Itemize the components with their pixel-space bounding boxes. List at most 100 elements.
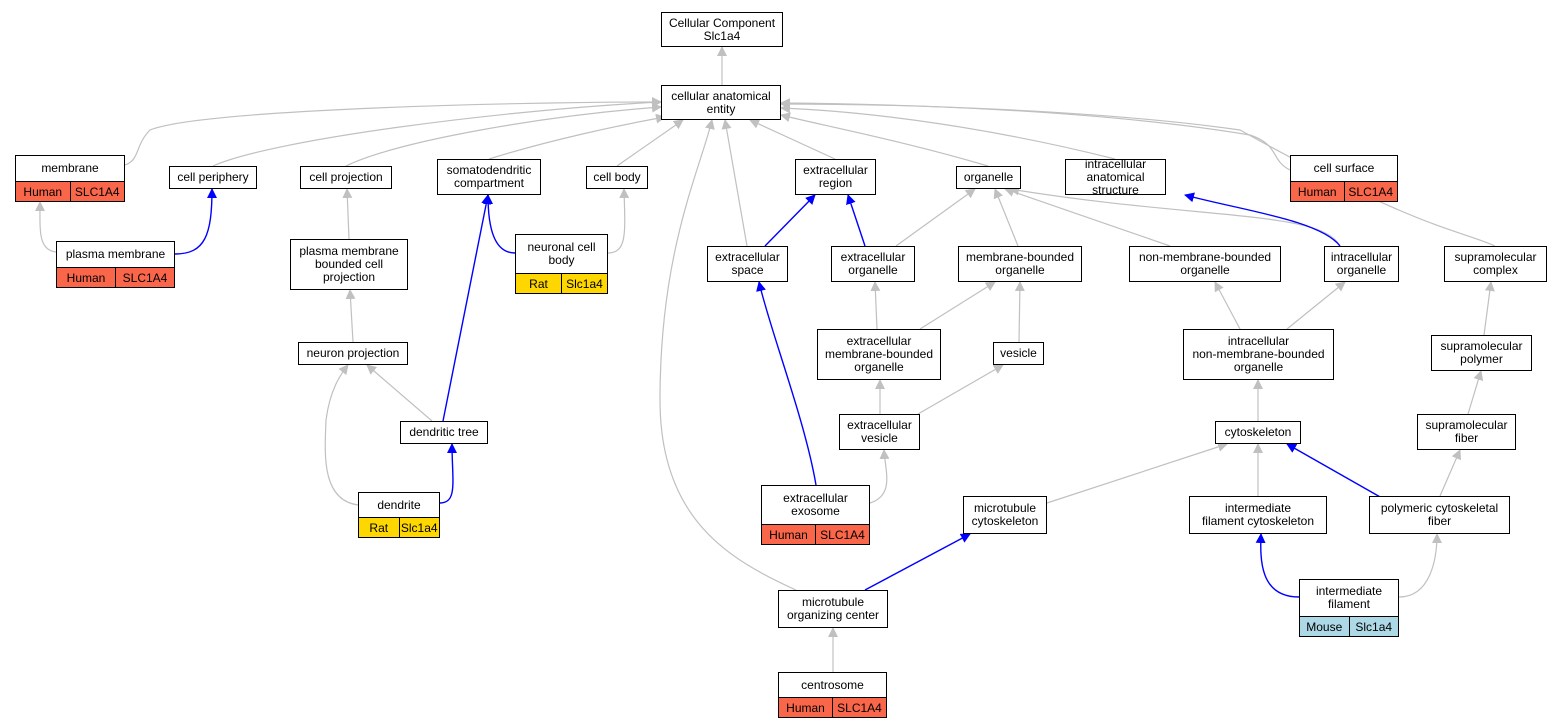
graph-edge [864,533,971,591]
graph-edge [1009,185,1341,247]
node-somatodendritic[interactable]: somatodendritic compartment [437,159,541,195]
graph-edge [1467,370,1484,415]
node-organelle[interactable]: organelle [956,166,1021,189]
graph-edge [1255,533,1300,598]
node-supramolecular-fiber[interactable]: supramolecular fiber [1417,414,1516,450]
graph-edge [993,188,1019,247]
node-label: neuronal cell body [527,240,596,267]
node-cell-periphery[interactable]: cell periphery [169,166,257,189]
node-root[interactable]: Cellular Component Slc1a4 [661,12,783,47]
node-extracellular-organelle[interactable]: extracellular organelle [831,246,915,282]
graph-edge [607,188,630,254]
node-label: plasma membrane bounded cell projection [299,244,399,284]
graph-edge [1184,192,1341,247]
node-label: intermediate filament cytoskeleton [1201,501,1315,528]
node-cell-body[interactable]: cell body [586,166,648,189]
node-label: dendrite [377,497,421,512]
node-extracellular-vesicle[interactable]: extracellular vesicle [839,414,920,450]
gene-label: Slc1a4 [398,518,440,537]
graph-edge [1286,443,1397,507]
node-intracellular-as[interactable]: intracellular anatomical structure [1065,156,1166,197]
graph-edge [616,119,684,167]
gene-label: SLC1A4 [1343,182,1398,201]
annotation-row: Human SLC1A4 [762,524,869,544]
node-label: cell periphery [177,170,249,184]
gene-label: SLC1A4 [69,182,125,201]
node-label: intracellular anatomical structure [1084,156,1147,197]
node-nmbo[interactable]: non-membrane-bounded organelle [1129,246,1281,282]
node-label: microtubule cytoskeleton [971,501,1039,528]
species-label: Human [66,270,106,285]
node-label: extracellular space [715,250,780,277]
graph-edge [780,99,1496,247]
node-dendritic-tree[interactable]: dendritic tree [400,421,488,444]
node-extracellular-region[interactable]: extracellular region [795,159,876,195]
species-label: Rat [369,520,389,535]
graph-edge [212,97,662,167]
node-neuron-projection[interactable]: neuron projection [298,342,408,365]
node-microtubule-cytoskeleton[interactable]: microtubule cytoskeleton [963,496,1047,534]
graph-edge [1014,281,1025,343]
graph-edge [366,364,433,422]
node-label: Cellular Component Slc1a4 [668,15,776,43]
node-label: extracellular region [803,163,868,190]
graph-edge [1004,187,1171,247]
node-label: centrosome [801,677,864,692]
node-mbo[interactable]: membrane-bounded organelle [958,246,1082,282]
node-pmbcp[interactable]: plasma membrane bounded cell projection [290,239,408,290]
gene-label: SLC1A4 [815,525,869,544]
node-moc[interactable]: microtubule organizing center [778,590,888,628]
node-label: polymeric cytoskeletal fiber [1380,501,1499,528]
gene-label: Slc1a4 [1348,617,1399,636]
species-label: Mouse [1306,619,1343,634]
graph-edge [174,188,217,255]
node-label: vesicle [1000,346,1037,360]
node-label: supramolecular polymer [1440,339,1523,366]
node-cell-projection[interactable]: cell projection [300,166,392,189]
node-label: intracellular non-membrane-bounded organ… [1192,334,1325,374]
node-label: extracellular organelle [840,250,906,277]
graph-edge [917,364,1004,415]
graph-edge [919,281,996,330]
species-label: Human [786,700,825,715]
node-intracellular-organelle[interactable]: intracellular organelle [1324,246,1399,282]
node-ifc[interactable]: intermediate filament cytoskeleton [1189,496,1327,534]
species-label: Human [769,527,808,542]
node-extracellular-space[interactable]: extracellular space [707,246,788,282]
node-supramolecular-complex[interactable]: supramolecular complex [1444,246,1547,282]
graph-edge [780,112,989,167]
node-pcf[interactable]: polymeric cytoskeletal fiber [1369,496,1510,534]
node-embo[interactable]: extracellular membrane-bounded organelle [817,329,941,380]
graph-edge [764,194,816,247]
annotation-row: Human SLC1A4 [57,267,174,287]
annotation-row: Rat Slc1a4 [359,517,439,537]
graph-edge [124,97,662,166]
node-vesicle[interactable]: vesicle [993,342,1044,365]
node-inmbo[interactable]: intracellular non-membrane-bounded organ… [1183,329,1334,380]
species-label: Human [23,184,63,199]
node-cae[interactable]: cellular anatomical entity [661,85,781,120]
node-supramolecular-polymer[interactable]: supramolecular polymer [1431,335,1532,371]
graph-edge [780,103,1116,160]
node-label: membrane-bounded organelle [965,250,1075,277]
node-label: cell surface [1313,161,1375,175]
node-label: extracellular vesicle [847,418,912,445]
node-label: microtubule organizing center [786,595,880,622]
annotation-row: Mouse Slc1a4 [1300,616,1398,636]
gene-label: SLC1A4 [115,268,174,287]
species-label: Rat [529,276,548,291]
node-label: supramolecular fiber [1425,418,1508,445]
node-cytoskeleton[interactable]: cytoskeleton [1215,421,1301,444]
node-label: extracellular exosome [783,491,848,518]
node-label: somatodendritic compartment [446,163,532,190]
graph-edge [659,119,797,591]
